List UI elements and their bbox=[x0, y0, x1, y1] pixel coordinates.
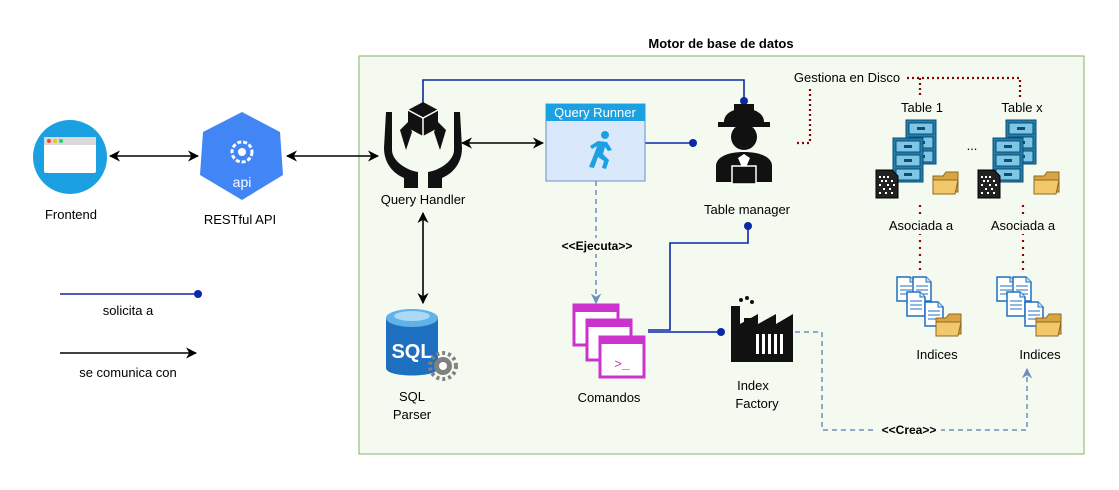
query-runner-node: Query Runner bbox=[545, 103, 646, 182]
crea-label-bg bbox=[877, 422, 941, 438]
sql-parser-label-1: SQL bbox=[399, 389, 425, 404]
api-label: RESTful API bbox=[204, 212, 276, 227]
gestiona-label: Gestiona en Disco bbox=[794, 70, 900, 85]
index-factory-label-2: Factory bbox=[735, 396, 779, 411]
indices-1-node: Indices bbox=[896, 276, 962, 362]
api-node: api RESTful API bbox=[200, 112, 283, 227]
crea-label: <<Crea>> bbox=[882, 423, 937, 437]
asociada-x-bg bbox=[986, 218, 1060, 234]
indices-1-label: Indices bbox=[916, 347, 958, 362]
asociada-1-label: Asociada a bbox=[889, 218, 954, 233]
table-x-label: Table x bbox=[1001, 100, 1043, 115]
table-manager-label: Table manager bbox=[704, 202, 791, 217]
api-badge-text: api bbox=[233, 174, 252, 190]
legend-solicita-label: solicita a bbox=[103, 303, 154, 318]
document-icon bbox=[906, 291, 926, 317]
legend: solicita a se comunica con bbox=[60, 290, 202, 380]
asociada-1-bg bbox=[884, 218, 958, 234]
edge-handler-tablemgr bbox=[422, 79, 745, 110]
legend-comunica-label: se comunica con bbox=[79, 365, 177, 380]
motor-container bbox=[358, 55, 1085, 455]
query-handler-node: Query Handler bbox=[381, 102, 466, 207]
api-hexagon-icon bbox=[200, 112, 283, 200]
query-handler-label: Query Handler bbox=[381, 192, 466, 207]
tables-ellipsis: ... bbox=[967, 138, 978, 153]
gear-icon bbox=[230, 140, 254, 164]
frontend-label: Frontend bbox=[45, 207, 97, 222]
comandos-label: Comandos bbox=[578, 390, 641, 405]
binary-file-icon bbox=[875, 169, 899, 199]
edge-comandos-factory-end bbox=[717, 328, 725, 336]
gear-icon bbox=[428, 351, 458, 381]
document-icon bbox=[1006, 291, 1026, 317]
legend-solicita-dot bbox=[194, 290, 202, 298]
ejecuta-label-bg bbox=[551, 238, 643, 254]
indices-x-label: Indices bbox=[1019, 347, 1061, 362]
query-runner-label: Query Runner bbox=[554, 105, 636, 120]
table-1-node: Table 1 bbox=[875, 100, 959, 199]
frontend-node: Frontend bbox=[33, 120, 107, 222]
runner-icon bbox=[589, 131, 612, 169]
sql-parser-node: SQL SQL Parser bbox=[386, 309, 458, 422]
ejecuta-label: <<Ejecuta>> bbox=[562, 239, 633, 253]
indices-x-node: Indices bbox=[996, 276, 1062, 362]
edge-comandos-tablemgr-end bbox=[744, 222, 752, 230]
index-factory-label-1: Index bbox=[737, 378, 769, 393]
table-manager-node: Table manager bbox=[704, 104, 791, 217]
index-factory-node: Index Factory bbox=[731, 296, 793, 411]
binary-file-icon bbox=[977, 169, 1001, 199]
hands-box-icon bbox=[384, 112, 462, 188]
motor-title: Motor de base de datos bbox=[648, 36, 793, 51]
edge-comandos-tablemgr bbox=[648, 229, 749, 331]
table-1-label: Table 1 bbox=[901, 100, 943, 115]
database-icon: SQL bbox=[386, 309, 438, 376]
comandos-node: >_ Comandos bbox=[572, 303, 646, 405]
svg-text:SQL: SQL bbox=[391, 341, 432, 363]
sql-parser-label-2: Parser bbox=[393, 407, 432, 422]
asociada-x-label: Asociada a bbox=[991, 218, 1056, 233]
worker-helmet-icon bbox=[718, 108, 770, 127]
edge-runner-tablemgr-end bbox=[689, 139, 697, 147]
table-x-node: Table x bbox=[977, 100, 1060, 199]
gestiona-label-bg bbox=[787, 70, 907, 86]
factory-icon bbox=[731, 296, 793, 362]
edge-handler-tablemgr-end bbox=[740, 97, 748, 105]
terminal-prompt-icon: >_ bbox=[614, 357, 630, 372]
edge-crea bbox=[795, 331, 1033, 431]
